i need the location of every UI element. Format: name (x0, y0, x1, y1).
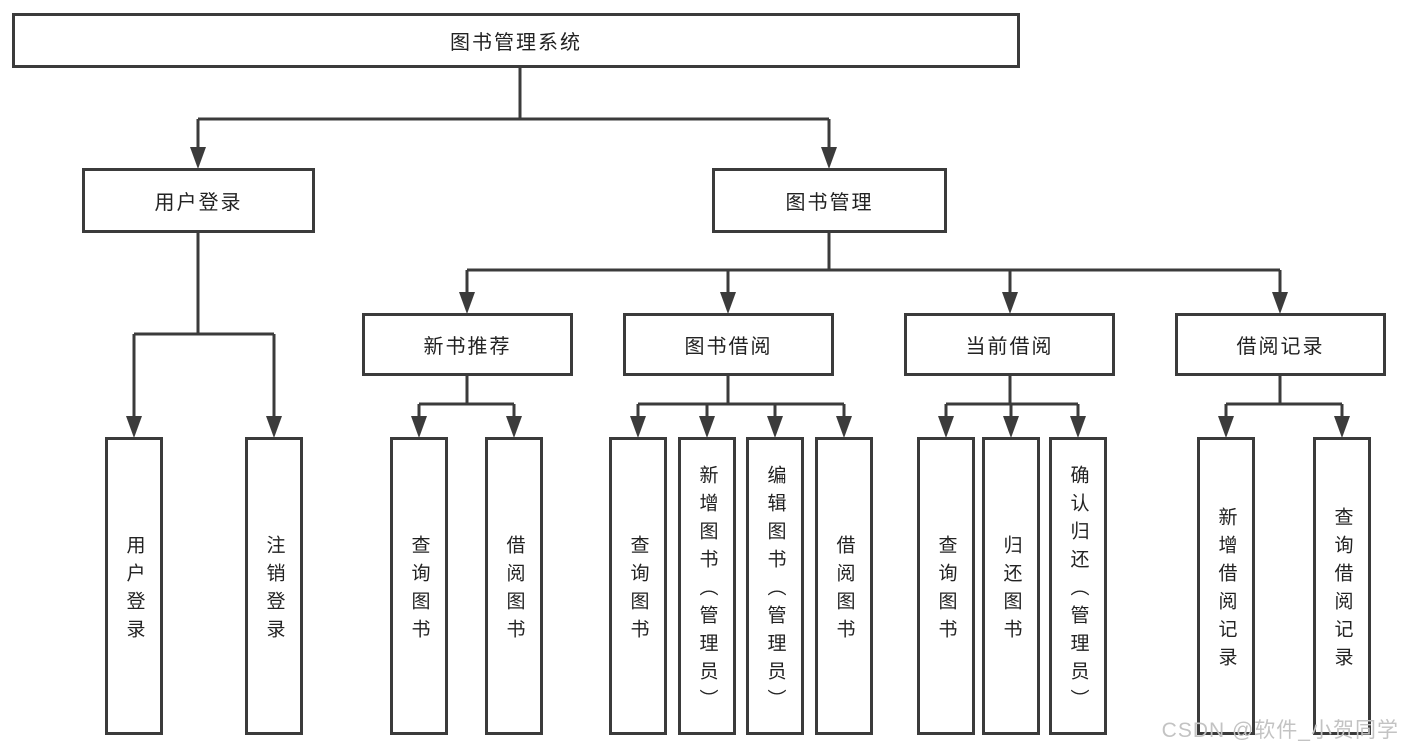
leaf-borrow-book: 借阅图书 (815, 437, 873, 735)
node-borrow-records: 借阅记录 (1175, 313, 1386, 376)
leaf-label: 查询图书 (935, 534, 957, 647)
leaf-query-books-recommend: 查询图书 (390, 437, 448, 735)
leaf-label: 查询借阅记录 (1331, 506, 1353, 675)
leaf-label: 用户登录 (123, 534, 145, 647)
leaf-label: 借阅图书 (503, 534, 525, 647)
node-book-management-module: 图书管理 (712, 168, 947, 233)
leaf-add-book-admin: 新增图书（管理员） (678, 437, 736, 735)
node-new-book-recommend: 新书推荐 (362, 313, 573, 376)
leaf-label: 注销登录 (263, 534, 285, 647)
leaf-add-borrow-record: 新增借阅记录 (1197, 437, 1255, 735)
leaf-borrow-books-recommend: 借阅图书 (485, 437, 543, 735)
leaf-label: 归还图书 (1000, 534, 1022, 647)
leaf-label: 借阅图书 (833, 534, 855, 647)
leaf-label: 新增图书（管理员） (696, 464, 718, 717)
leaf-logout: 注销登录 (245, 437, 303, 735)
leaf-label: 查询图书 (627, 534, 649, 647)
leaf-label: 编辑图书（管理员） (764, 464, 786, 717)
csdn-watermark: CSDN @软件_小贺同学 (1161, 719, 1399, 742)
leaf-query-borrow-record: 查询借阅记录 (1313, 437, 1371, 735)
leaf-confirm-return-admin: 确认归还（管理员） (1049, 437, 1107, 735)
node-root-system: 图书管理系统 (12, 13, 1020, 68)
leaf-label: 确认归还（管理员） (1067, 464, 1089, 717)
leaf-edit-book-admin: 编辑图书（管理员） (746, 437, 804, 735)
leaf-user-login: 用户登录 (105, 437, 163, 735)
leaf-label: 查询图书 (408, 534, 430, 647)
node-current-borrow: 当前借阅 (904, 313, 1115, 376)
leaf-query-books-current: 查询图书 (917, 437, 975, 735)
node-book-borrow: 图书借阅 (623, 313, 834, 376)
leaf-return-book: 归还图书 (982, 437, 1040, 735)
leaf-label: 新增借阅记录 (1215, 506, 1237, 675)
node-user-login-module: 用户登录 (82, 168, 315, 233)
leaf-query-books-borrow: 查询图书 (609, 437, 667, 735)
